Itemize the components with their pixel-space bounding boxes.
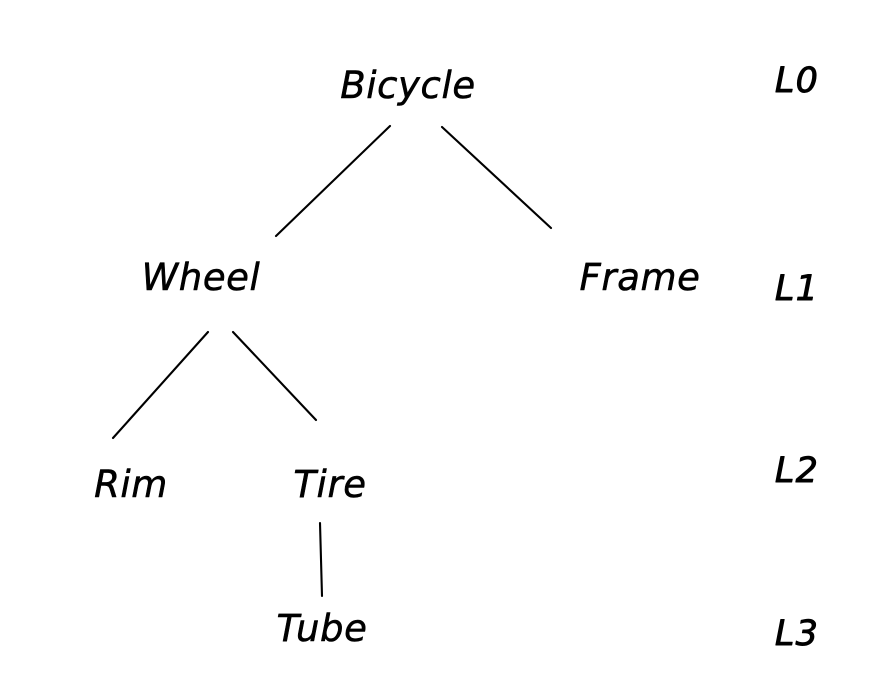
- node-bicycle[interactable]: Bicycle: [340, 64, 476, 108]
- level-label-l0: L0: [775, 61, 819, 101]
- edge-wheel-rim: [111, 330, 210, 440]
- node-group: Bicycle Wheel Frame Rim Tire Tube: [94, 64, 701, 651]
- node-rim[interactable]: Rim: [94, 463, 168, 507]
- edge-group: [111, 124, 553, 598]
- node-frame[interactable]: Frame: [579, 256, 701, 300]
- node-tube[interactable]: Tube: [276, 607, 368, 651]
- edge-wheel-tire: [231, 330, 318, 422]
- level-label-l2: L2: [775, 451, 819, 491]
- level-label-l1: L1: [775, 269, 819, 309]
- node-wheel[interactable]: Wheel: [141, 256, 261, 300]
- edge-tire-tube: [318, 521, 324, 598]
- level-label-group: L0 L1 L2 L3: [774, 61, 819, 655]
- node-tire[interactable]: Tire: [293, 463, 366, 507]
- edge-bicycle-frame: [440, 125, 553, 230]
- level-label-l3: L3: [775, 614, 819, 654]
- edge-bicycle-wheel: [274, 124, 392, 238]
